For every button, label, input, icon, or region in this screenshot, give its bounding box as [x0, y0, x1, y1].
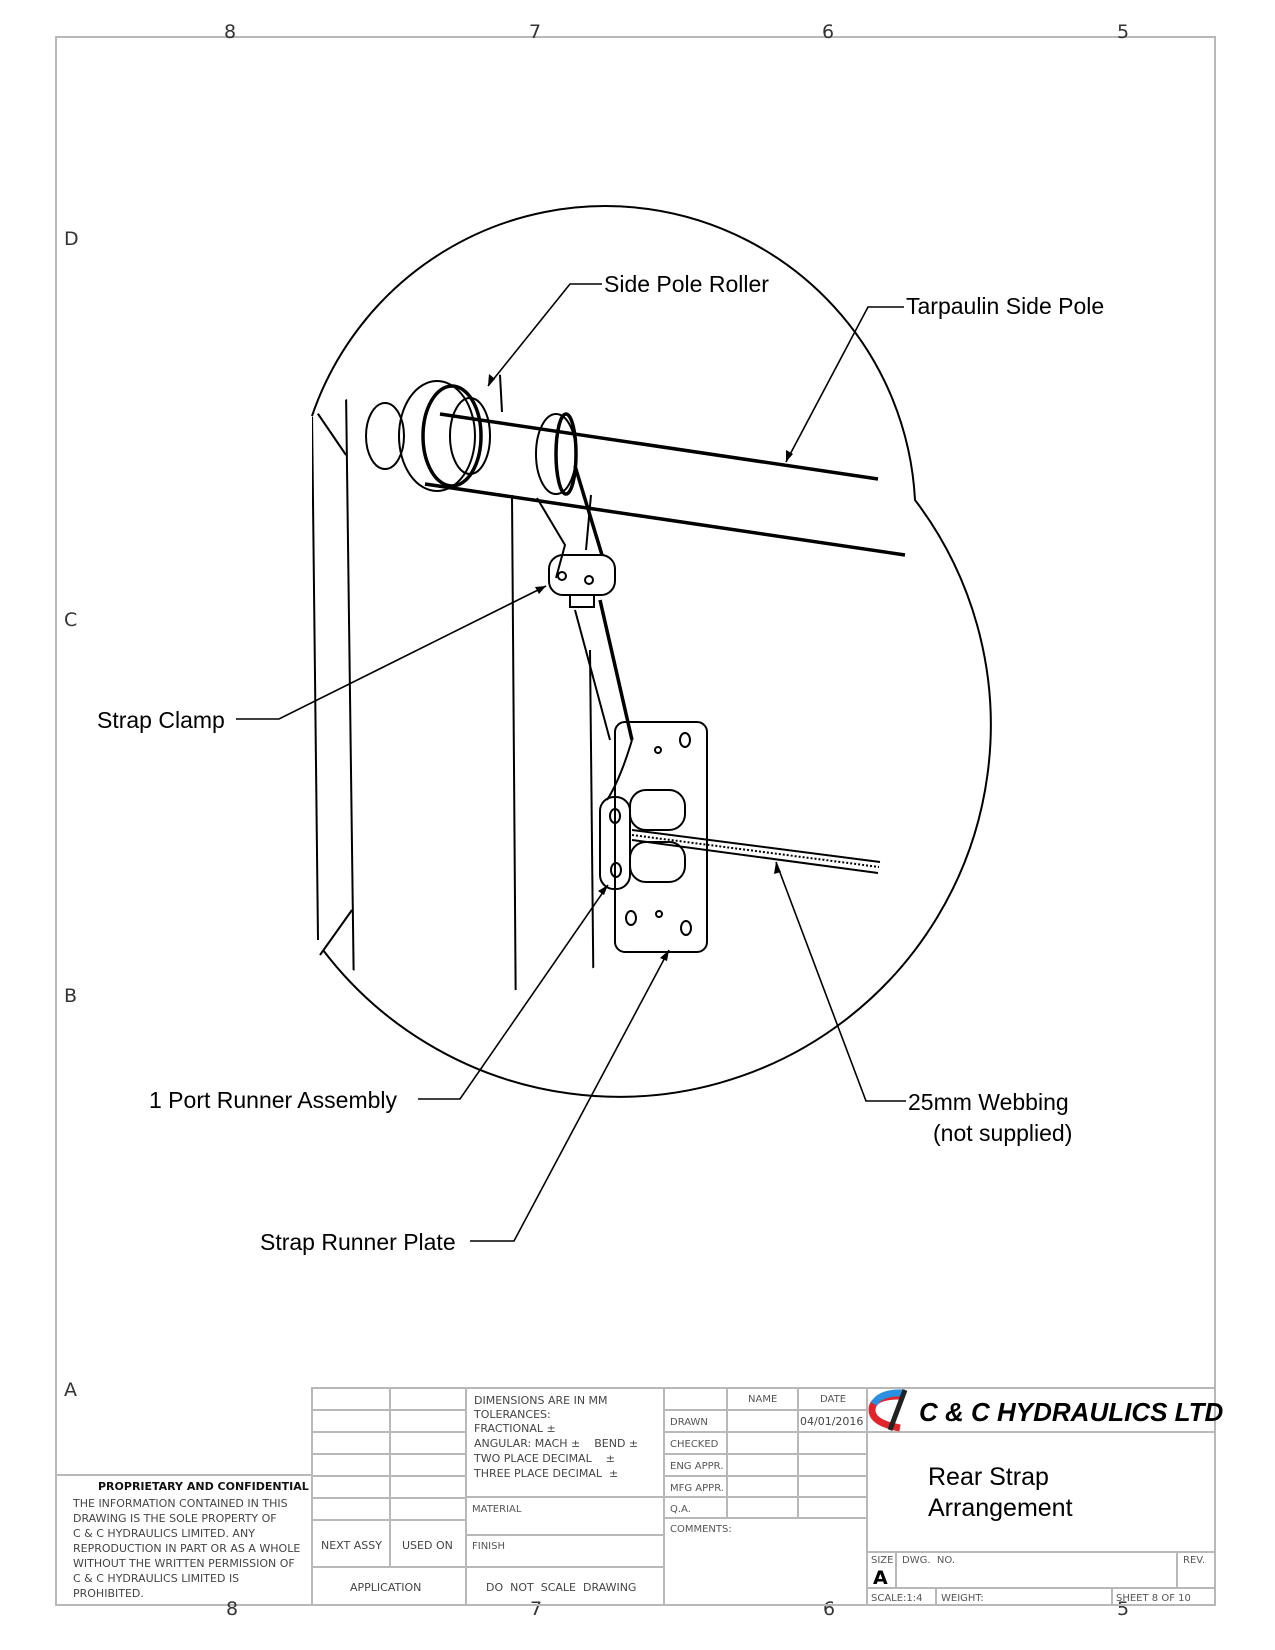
leader-webbing — [775, 861, 906, 1102]
strap — [536, 465, 634, 801]
leader-strap-clamp — [236, 585, 547, 720]
tolerance-line: THREE PLACE DECIMAL ± — [473, 1467, 618, 1480]
material-label: MATERIAL — [472, 1504, 522, 1515]
arrow-head — [786, 450, 793, 462]
arrow-head — [535, 586, 546, 594]
frame-edge — [319, 909, 353, 956]
proprietary-heading: PROPRIETARY AND CONFIDENTIAL — [98, 1480, 309, 1493]
tolerance-line: TOLERANCES: — [473, 1408, 551, 1421]
logo-cylinder — [887, 1389, 908, 1431]
drawing-title-line1: Rear Strap — [928, 1463, 1049, 1491]
frame-edge — [496, 373, 503, 413]
application-label: APPLICATION — [350, 1581, 421, 1594]
approval-label-mfg: MFG APPR. — [670, 1483, 724, 1494]
callout-tarpaulin-side-pole: Tarpaulin Side Pole — [906, 293, 1104, 319]
zone-row-c: C — [64, 609, 77, 631]
next-assy-label: NEXT ASSY — [321, 1539, 382, 1552]
approval-date-drawn: 04/01/2016 — [800, 1415, 863, 1428]
proprietary-line: C & C HYDRAULICS LIMITED. ANY — [73, 1527, 255, 1540]
leader-side-pole-roller — [487, 283, 602, 387]
zone-col-8-bottom: 8 — [226, 1598, 238, 1620]
tarpaulin-side-pole — [424, 412, 906, 557]
date-header: DATE — [820, 1394, 846, 1405]
tolerance-line: TWO PLACE DECIMAL ± — [473, 1452, 615, 1465]
callout-side-pole-roller: Side Pole Roller — [604, 271, 769, 297]
dwg-no-label: DWG. NO. — [902, 1555, 955, 1566]
drawing-title-line2: Arrangement — [928, 1494, 1073, 1522]
zone-row-a: A — [64, 1379, 77, 1401]
leader-tarpaulin-side-pole — [785, 306, 904, 463]
zone-col-7-top: 7 — [529, 21, 541, 43]
scale-value: SCALE:1:4 — [871, 1593, 923, 1604]
company-name: C & C HYDRAULICS LTD — [919, 1397, 1224, 1427]
leader-runner-plate — [470, 949, 670, 1242]
zone-col-5-top: 5 — [1117, 21, 1129, 43]
port-runner-assembly — [599, 789, 686, 890]
callout-strap-runner-plate: Strap Runner Plate — [260, 1229, 456, 1255]
frame-edge — [511, 494, 517, 994]
detail-circle — [311, 205, 992, 1098]
used-on-label: USED ON — [402, 1539, 453, 1552]
size-value: A — [873, 1567, 888, 1589]
strap-runner-plate — [614, 721, 708, 953]
size-label: SIZE — [871, 1555, 893, 1566]
comments-label: COMMENTS: — [670, 1524, 732, 1535]
zone-col-7-bottom: 7 — [530, 1598, 542, 1620]
finish-label: FINISH — [472, 1541, 505, 1552]
tolerance-line: FRACTIONAL ± — [474, 1422, 556, 1435]
callout-port-runner-assembly: 1 Port Runner Assembly — [149, 1087, 398, 1113]
arrow-head — [774, 862, 781, 874]
zone-col-6-bottom: 6 — [823, 1598, 835, 1620]
frame-edge — [345, 389, 355, 994]
proprietary-line: C & C HYDRAULICS LIMITED IS — [73, 1572, 239, 1585]
arrow-head — [488, 374, 495, 386]
arrow-head — [660, 950, 669, 961]
name-header: NAME — [748, 1394, 777, 1405]
proprietary-line: THE INFORMATION CONTAINED IN THIS — [72, 1497, 288, 1510]
proprietary-line: WITHOUT THE WRITTEN PERMISSION OF — [73, 1557, 295, 1570]
proprietary-line: PROHIBITED. — [73, 1587, 144, 1600]
tolerance-line: DIMENSIONS ARE IN MM — [474, 1394, 608, 1407]
approval-label-checked: CHECKED — [670, 1439, 719, 1450]
zone-col-5-bottom: 5 — [1117, 1598, 1129, 1620]
zone-row-b: B — [64, 985, 77, 1007]
approval-label-qa: Q.A. — [670, 1504, 691, 1515]
do-not-scale-label: DO NOT SCALE DRAWING — [486, 1581, 636, 1594]
weight-label: WEIGHT: — [941, 1593, 984, 1604]
arrow-head — [598, 885, 608, 895]
rev-label: REV. — [1183, 1555, 1205, 1566]
callout-strap-clamp: Strap Clamp — [97, 707, 225, 733]
company-logo — [868, 1389, 908, 1432]
side-pole-roller — [365, 380, 491, 492]
zone-row-d: D — [64, 228, 79, 250]
approval-label-eng: ENG APPR. — [670, 1461, 723, 1472]
title-block: PROPRIETARY AND CONFIDENTIAL THE INFORMA… — [56, 1387, 1224, 1606]
zone-col-6-top: 6 — [822, 21, 834, 43]
proprietary-line: DRAWING IS THE SOLE PROPERTY OF — [73, 1512, 277, 1525]
approval-label-drawn: DRAWN — [670, 1417, 708, 1428]
frame-edge — [313, 407, 347, 456]
leader-port-runner — [418, 884, 609, 1100]
callout-webbing: 25mm Webbing — [908, 1089, 1069, 1115]
logo-blue-arc — [870, 1389, 906, 1406]
sheet-number: SHEET 8 OF 10 — [1116, 1593, 1191, 1604]
strap-clamp — [548, 554, 616, 608]
callout-webbing-note: (not supplied) — [933, 1120, 1072, 1146]
zone-col-8-top: 8 — [224, 21, 236, 43]
tolerance-line: ANGULAR: MACH ± BEND ± — [474, 1437, 638, 1450]
leaders — [236, 283, 906, 1242]
proprietary-line: REPRODUCTION IN PART OR AS A WHOLE — [73, 1542, 300, 1555]
webbing — [631, 829, 881, 874]
frame-edge — [589, 649, 595, 994]
frame-edge — [312, 412, 319, 941]
